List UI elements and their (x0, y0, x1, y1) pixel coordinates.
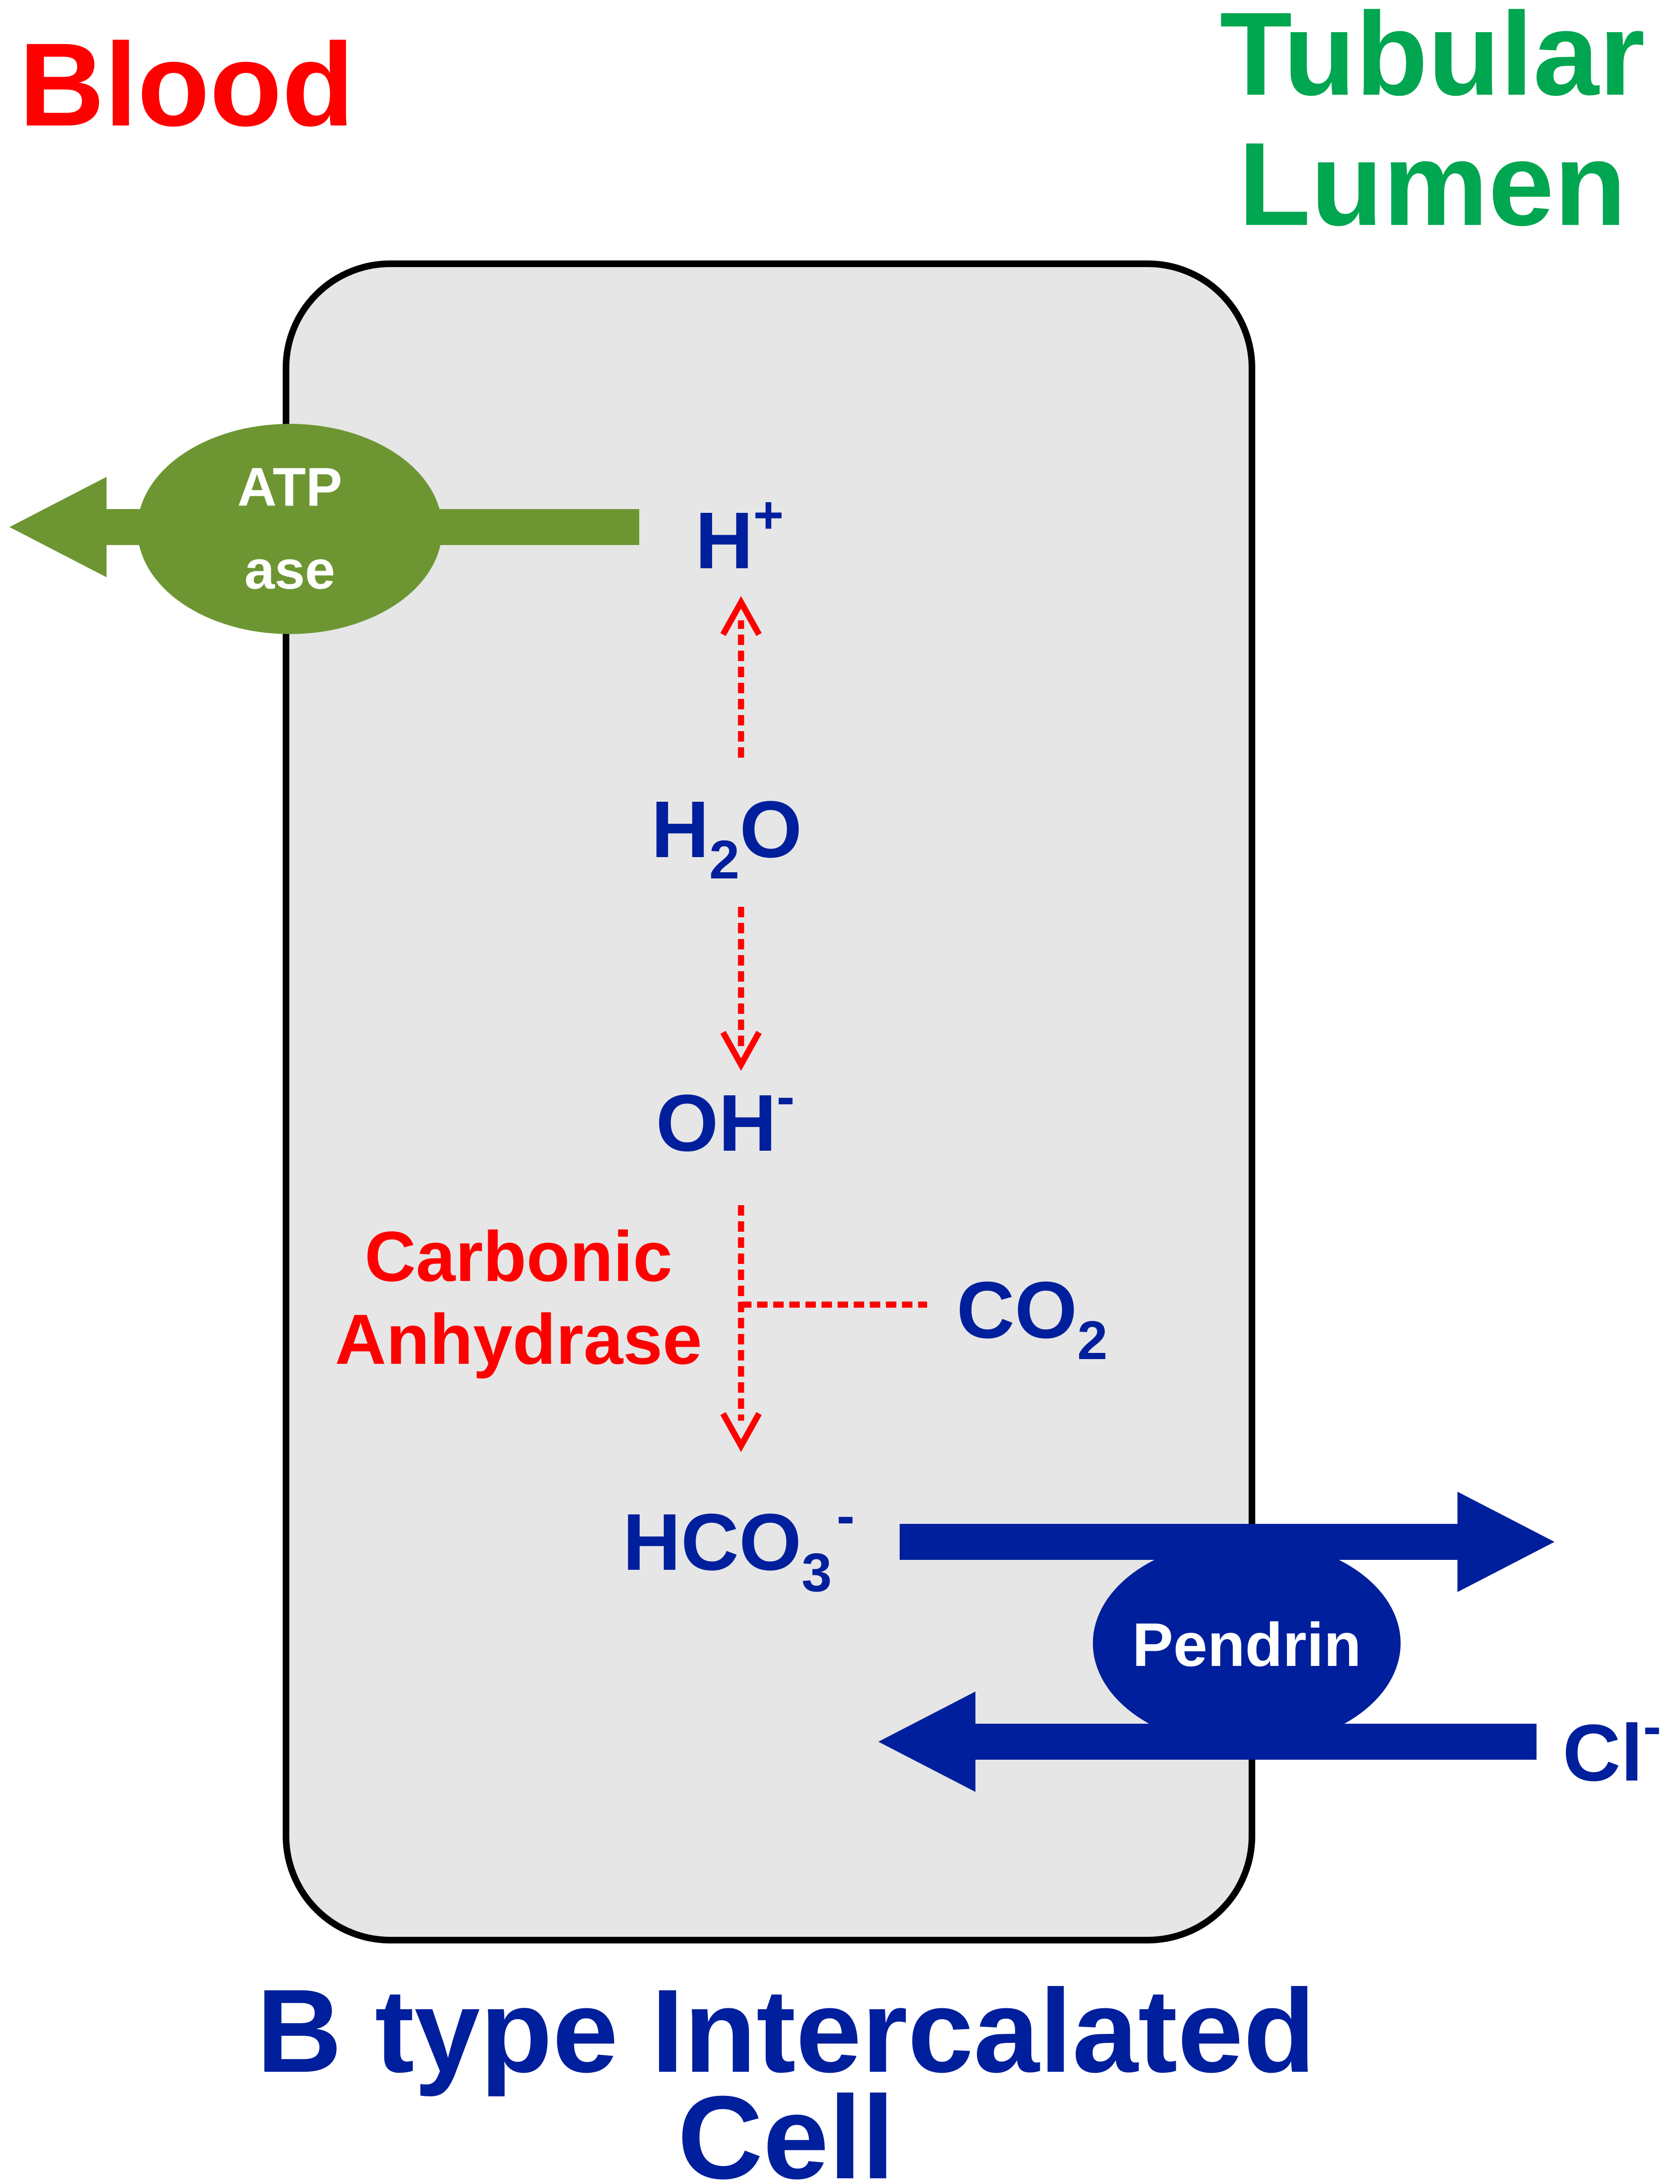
lumen-label-line2: Lumen (1238, 118, 1626, 250)
enzyme-label-line2: Anhydrase (335, 1299, 702, 1379)
arrowhead-to-oh (720, 1030, 762, 1071)
carbon-dioxide-label: CO2 (956, 1265, 1108, 1371)
atpase-label-line1: ATP (237, 457, 342, 518)
blood-label: Blood (19, 18, 354, 151)
cell-label-line1: B type Intercalated (257, 1965, 1316, 2097)
cell-label-line2: Cell (678, 2071, 895, 2184)
pendrin-label: Pendrin (1132, 1610, 1361, 1679)
pendrin-exchanger (1093, 1539, 1401, 1747)
atpase-pump (137, 424, 442, 634)
chloride-label: Cl- (1563, 1696, 1661, 1798)
cell-body (283, 260, 1255, 1943)
hydrogen-ion-label: H+ (695, 486, 784, 586)
bicarbonate-export-arrow-head (1457, 1492, 1555, 1592)
water-label: H2O (651, 785, 802, 890)
hydroxide-label: OH- (656, 1066, 795, 1168)
chloride-import-arrow-head (878, 1692, 975, 1792)
arrowhead-to-hco3 (720, 1412, 762, 1452)
lumen-label-line1: Tubular (1220, 0, 1645, 120)
atpase-label-line2: ase (244, 540, 335, 600)
enzyme-label-line1: Carbonic (365, 1217, 672, 1296)
arrowhead-to-h (720, 596, 762, 636)
atpase-arrow-head (9, 477, 107, 577)
bicarbonate-label: HCO3- (623, 1486, 855, 1603)
